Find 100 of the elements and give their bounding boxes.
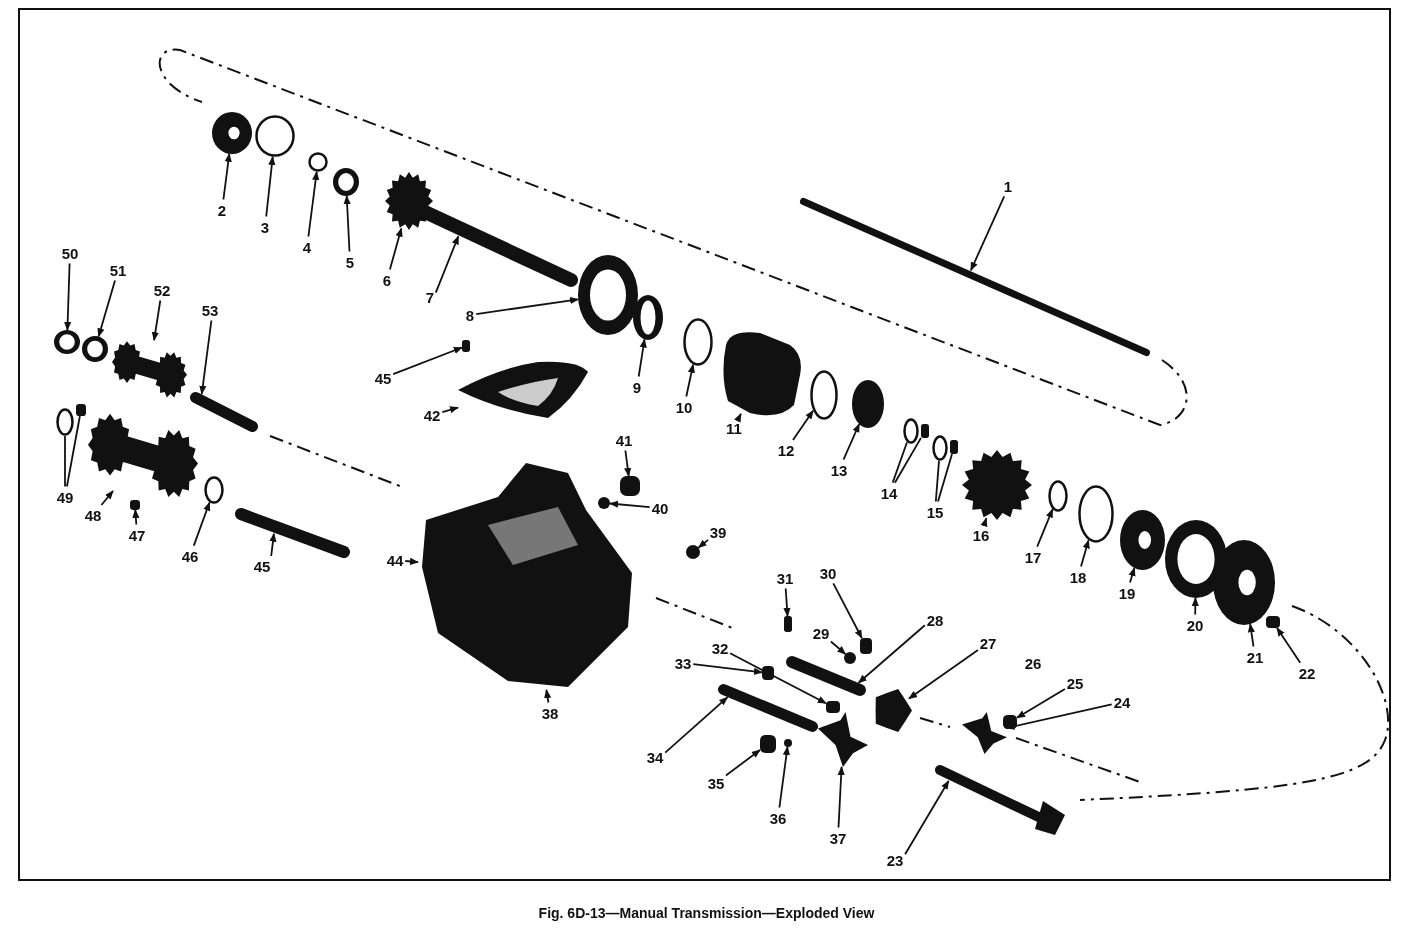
shaft-drawing	[800, 198, 1150, 356]
ball-drawing	[844, 652, 856, 664]
callout-number: 46	[181, 547, 199, 565]
leader-line	[937, 453, 953, 503]
callout-number: 17	[1024, 548, 1042, 566]
leader-line	[904, 780, 950, 856]
callout-number: 30	[819, 564, 837, 582]
leader-line	[637, 338, 647, 378]
callout-number: 18	[1069, 568, 1087, 586]
ball-drawing	[686, 545, 700, 559]
leader-line	[404, 557, 419, 565]
pin-drawing	[1266, 616, 1280, 628]
callout-number: 11	[726, 419, 742, 437]
leader-line	[894, 437, 922, 484]
pin-drawing	[620, 476, 640, 496]
callout-number: 16	[972, 526, 990, 544]
snap-ring-drawing	[903, 418, 919, 444]
leader-line	[778, 746, 790, 809]
bearing-drawing	[212, 112, 252, 154]
leader-line	[343, 195, 351, 253]
callout-number: 6	[382, 271, 392, 289]
leader-line	[222, 152, 232, 201]
leader-line	[837, 766, 845, 829]
callout-number: 28	[926, 611, 944, 629]
leader-line	[64, 435, 66, 488]
shaft-drawing	[235, 508, 350, 558]
washer-drawing	[333, 168, 359, 196]
leader-line	[792, 409, 814, 441]
pin-drawing	[826, 701, 840, 713]
pin-drawing	[860, 638, 872, 654]
gear-cluster-drawing	[88, 412, 198, 498]
callout-number: 25	[1066, 674, 1084, 692]
leader-line	[734, 413, 742, 423]
shift-shaft-drawing	[935, 765, 1065, 835]
leader-line	[908, 649, 979, 700]
washer-drawing	[54, 330, 80, 354]
leader-line	[192, 501, 211, 547]
leader-line	[664, 696, 729, 754]
leader-line	[857, 624, 926, 684]
pin-drawing	[462, 340, 470, 352]
leader-line	[132, 509, 140, 526]
leader-line	[66, 415, 81, 488]
leader-line	[475, 296, 580, 315]
bearing-drawing	[852, 380, 884, 428]
callout-number: 45	[374, 369, 392, 387]
callout-number: 49	[56, 488, 74, 506]
leader-line	[1247, 623, 1255, 648]
callout-number: 45	[253, 557, 271, 575]
leader-line	[830, 640, 847, 655]
leader-line	[970, 195, 1006, 272]
leader-line	[692, 663, 763, 675]
snap-ring-drawing	[308, 152, 328, 172]
callout-number: 37	[829, 829, 847, 847]
callout-number: 35	[707, 774, 725, 792]
figure-caption: Fig. 6D-13—Manual Transmission—Exploded View	[538, 905, 875, 921]
leader-line	[307, 171, 320, 238]
leader-line	[783, 587, 791, 617]
callout-number: 5	[345, 253, 355, 271]
leader-line	[832, 582, 863, 639]
leader-line	[729, 652, 827, 705]
callout-number: 10	[675, 398, 693, 416]
cover-drawing	[458, 360, 588, 418]
pin-drawing	[760, 735, 776, 753]
leader-line	[1036, 508, 1054, 548]
shift-fork-drawing	[818, 712, 868, 767]
callout-number: 13	[830, 461, 848, 479]
callout-number: 12	[777, 441, 795, 459]
leader-line	[1080, 539, 1090, 568]
leader-line	[980, 517, 988, 528]
callout-number: 40	[651, 499, 669, 517]
bearing-drawing	[1213, 540, 1275, 625]
snap-ring-drawing	[683, 318, 713, 366]
callout-number: 36	[769, 809, 787, 827]
leader-line	[891, 441, 908, 484]
pin-drawing	[1003, 715, 1017, 729]
ball-drawing	[598, 497, 610, 509]
leader-line	[100, 490, 114, 506]
callout-number: 7	[425, 288, 435, 306]
snap-ring-drawing	[932, 435, 948, 461]
callout-number: 19	[1118, 584, 1136, 602]
leader-line	[685, 363, 695, 398]
pin-drawing	[762, 666, 774, 680]
snap-ring-drawing	[56, 408, 74, 436]
leader-line	[1191, 597, 1199, 616]
leader-line	[1128, 567, 1136, 584]
ball-drawing	[784, 739, 792, 747]
callout-number: 20	[1186, 616, 1204, 634]
callout-number: 15	[926, 503, 944, 521]
leader-line	[151, 299, 162, 342]
callout-number: 23	[886, 851, 904, 869]
leader-line	[199, 319, 213, 395]
leader-line	[392, 346, 463, 375]
leader-line	[441, 406, 459, 414]
shaft-drawing	[190, 392, 258, 432]
bearing-drawing	[1120, 510, 1165, 570]
snap-ring-drawing	[1078, 485, 1114, 543]
leader-line	[624, 449, 632, 477]
leader-line	[725, 749, 761, 777]
shift-fork-drawing	[962, 712, 1007, 754]
gear-drawing	[962, 450, 1032, 520]
